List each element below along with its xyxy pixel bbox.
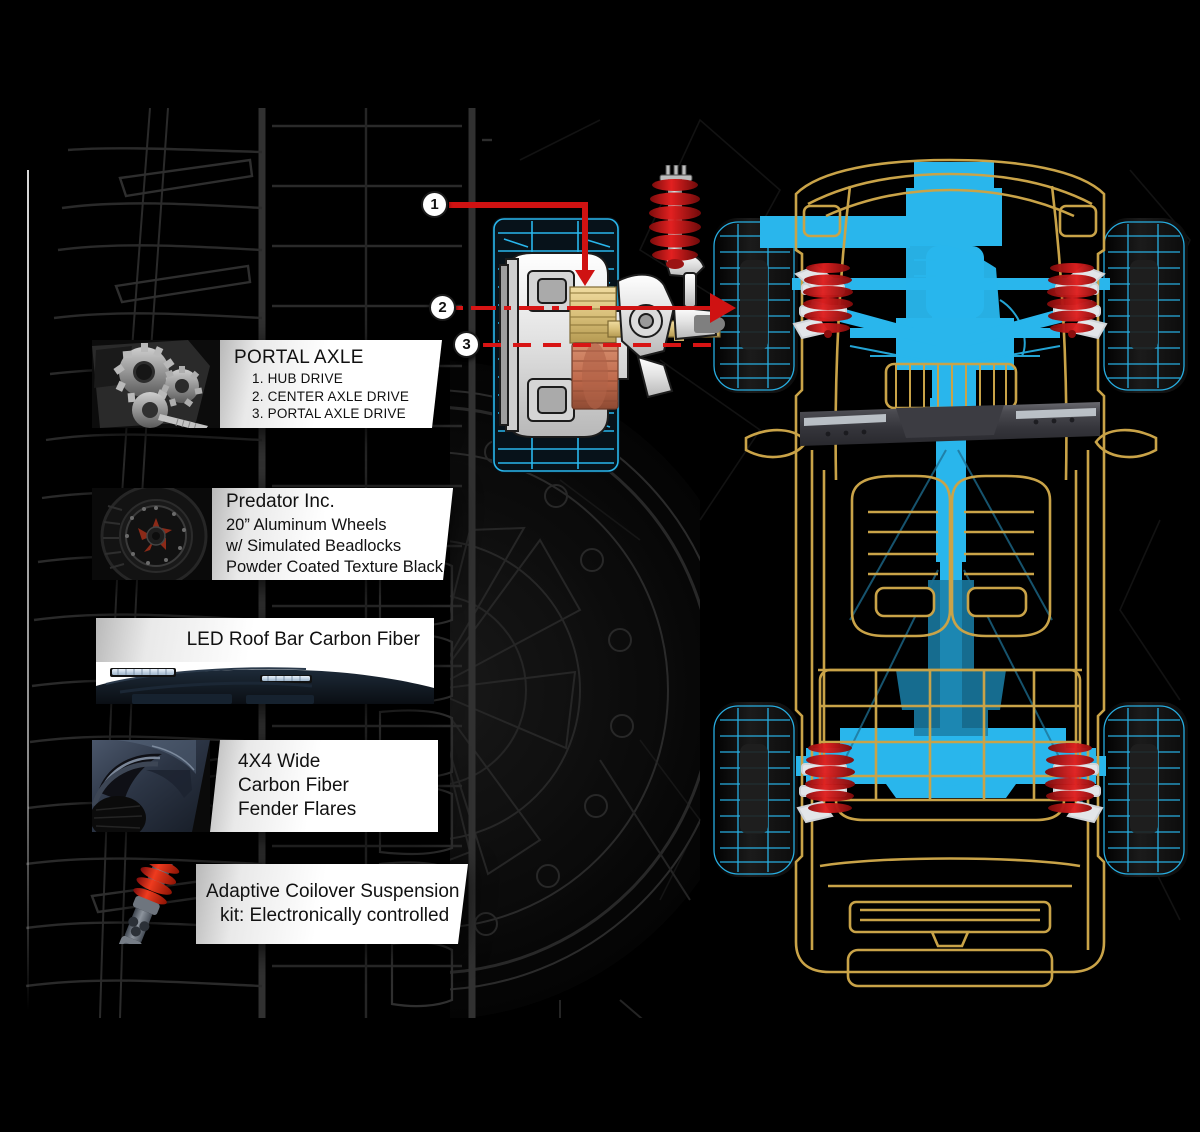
wheels-line-2: w/ Simulated Beadlocks [226,536,402,555]
front-bumper-bar [800,402,1100,446]
portal-axle-item-2: 2. CENTER AXLE DRIVE [252,388,410,404]
wheels-line-3: Powder Coated Texture Black [226,557,444,576]
coilover-shock-photo [100,864,196,944]
marker-1[interactable]: 1 [421,191,448,218]
wheels-title: Predator Inc. [226,491,335,513]
coilover-text-panel: Adaptive Coilover Suspension kit: Electr… [196,864,468,944]
callout-led-roof-bar[interactable]: LED Roof Bar Carbon Fiber [96,618,434,704]
portal-axle-text-panel: PORTAL AXLE 1. HUB DRIVE 2. CENTER AXLE … [220,340,442,428]
led-roof-bar-title: LED Roof Bar Carbon Fiber [186,628,420,650]
wheels-text-panel: Predator Inc. 20” Aluminum Wheels w/ Sim… [212,488,453,580]
leader-line-1-vertical [582,202,588,274]
portal-axle-item-3: 3. PORTAL AXLE DRIVE [252,405,406,421]
wheels-line-1: 20” Aluminum Wheels [226,515,387,534]
callout-wheels[interactable]: Predator Inc. 20” Aluminum Wheels w/ Sim… [92,488,434,580]
fender-flares-text-panel: 4X4 Wide Carbon Fiber Fender Flares [210,740,438,832]
marker-2[interactable]: 2 [429,294,456,321]
offroad-wheel-photo [92,488,212,580]
left-frame-edge [27,170,29,1010]
fender-flare-photo [92,740,210,832]
vehicle-underbody-blueprint [712,158,1188,988]
leader-arrow-1 [575,270,595,286]
leader-line-2-solid [600,306,712,310]
led-roof-bar-text-panel: LED Roof Bar Carbon Fiber [96,618,434,662]
fender-flares-line-1: 4X4 Wide [238,750,321,772]
marker-3[interactable]: 3 [453,331,480,358]
callout-fender-flares[interactable]: 4X4 Wide Carbon Fiber Fender Flares [92,740,438,832]
leader-line-1-horizontal [449,202,588,208]
fender-flares-line-2: Carbon Fiber [238,774,349,796]
fender-flares-line-3: Fender Flares [238,799,357,821]
portal-axle-cutaway [492,217,725,473]
leader-line-3 [483,343,715,347]
portal-axle-coilover [649,165,701,269]
callout-portal-axle[interactable]: PORTAL AXLE 1. HUB DRIVE 2. CENTER AXLE … [92,340,442,428]
coilover-line-2: kit: Electronically controlled [220,905,450,926]
portal-axle-gears-photo [92,340,220,428]
callout-coilover[interactable]: Adaptive Coilover Suspension kit: Electr… [100,864,448,944]
portal-axle-title: PORTAL AXLE [234,346,364,368]
coilover-line-1: Adaptive Coilover Suspension [206,880,460,902]
led-roof-bar-photo [96,662,434,704]
portal-axle-item-1: 1. HUB DRIVE [252,371,343,387]
leader-arrow-2 [710,293,736,323]
leader-line-2 [456,306,710,310]
